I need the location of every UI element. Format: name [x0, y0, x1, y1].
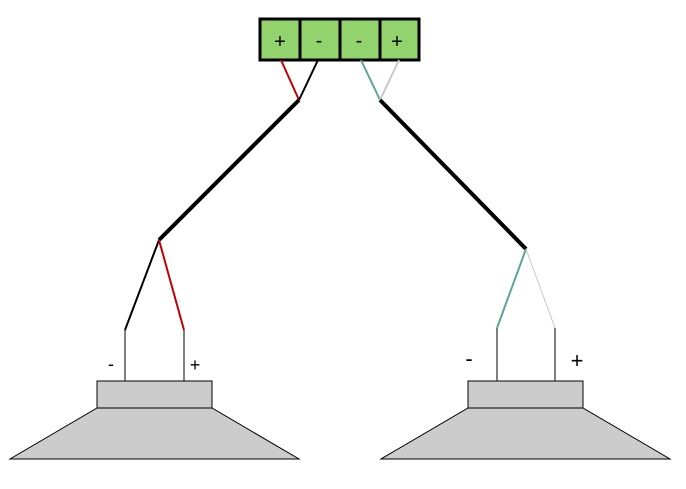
terminal-1-label: + [274, 31, 286, 53]
right-cable-teal-wire-bottom [496, 248, 527, 329]
left-speaker: - + [8, 354, 301, 460]
left-speaker-cone [8, 407, 301, 460]
left-speaker-cable [124, 59, 319, 381]
right-cable-gray-wire-bottom [525, 248, 556, 329]
right-speaker-cable [360, 59, 556, 381]
right-cable-gray-wire-top [379, 59, 400, 101]
terminal-4 [378, 17, 421, 62]
left-cable-red-wire-bottom [158, 239, 185, 331]
terminal-2 [298, 17, 342, 62]
terminal-4-label: + [391, 31, 403, 53]
right-speaker-minus-label: - [465, 346, 472, 371]
left-cable-black-wire-bottom [124, 239, 160, 331]
terminal-block: + - - + [258, 17, 421, 62]
right-speaker-plus-label: + [571, 348, 584, 373]
terminal-3 [338, 17, 382, 62]
right-cable-jacket [378, 98, 528, 251]
right-cable-teal-wire-top [360, 59, 381, 101]
terminal-1 [258, 17, 302, 62]
right-speaker-magnet [467, 380, 584, 409]
right-speaker-cone [379, 407, 672, 460]
left-speaker-magnet [96, 380, 213, 409]
left-cable-jacket [157, 98, 301, 242]
left-speaker-minus-label: - [108, 354, 114, 374]
left-cable-red-wire-top [280, 59, 300, 101]
left-cable-black-wire-top [298, 59, 319, 101]
terminal-3-label: - [356, 30, 363, 52]
terminal-2-label: - [316, 30, 323, 52]
left-speaker-plus-label: + [190, 355, 201, 375]
right-speaker: - + [379, 346, 672, 460]
